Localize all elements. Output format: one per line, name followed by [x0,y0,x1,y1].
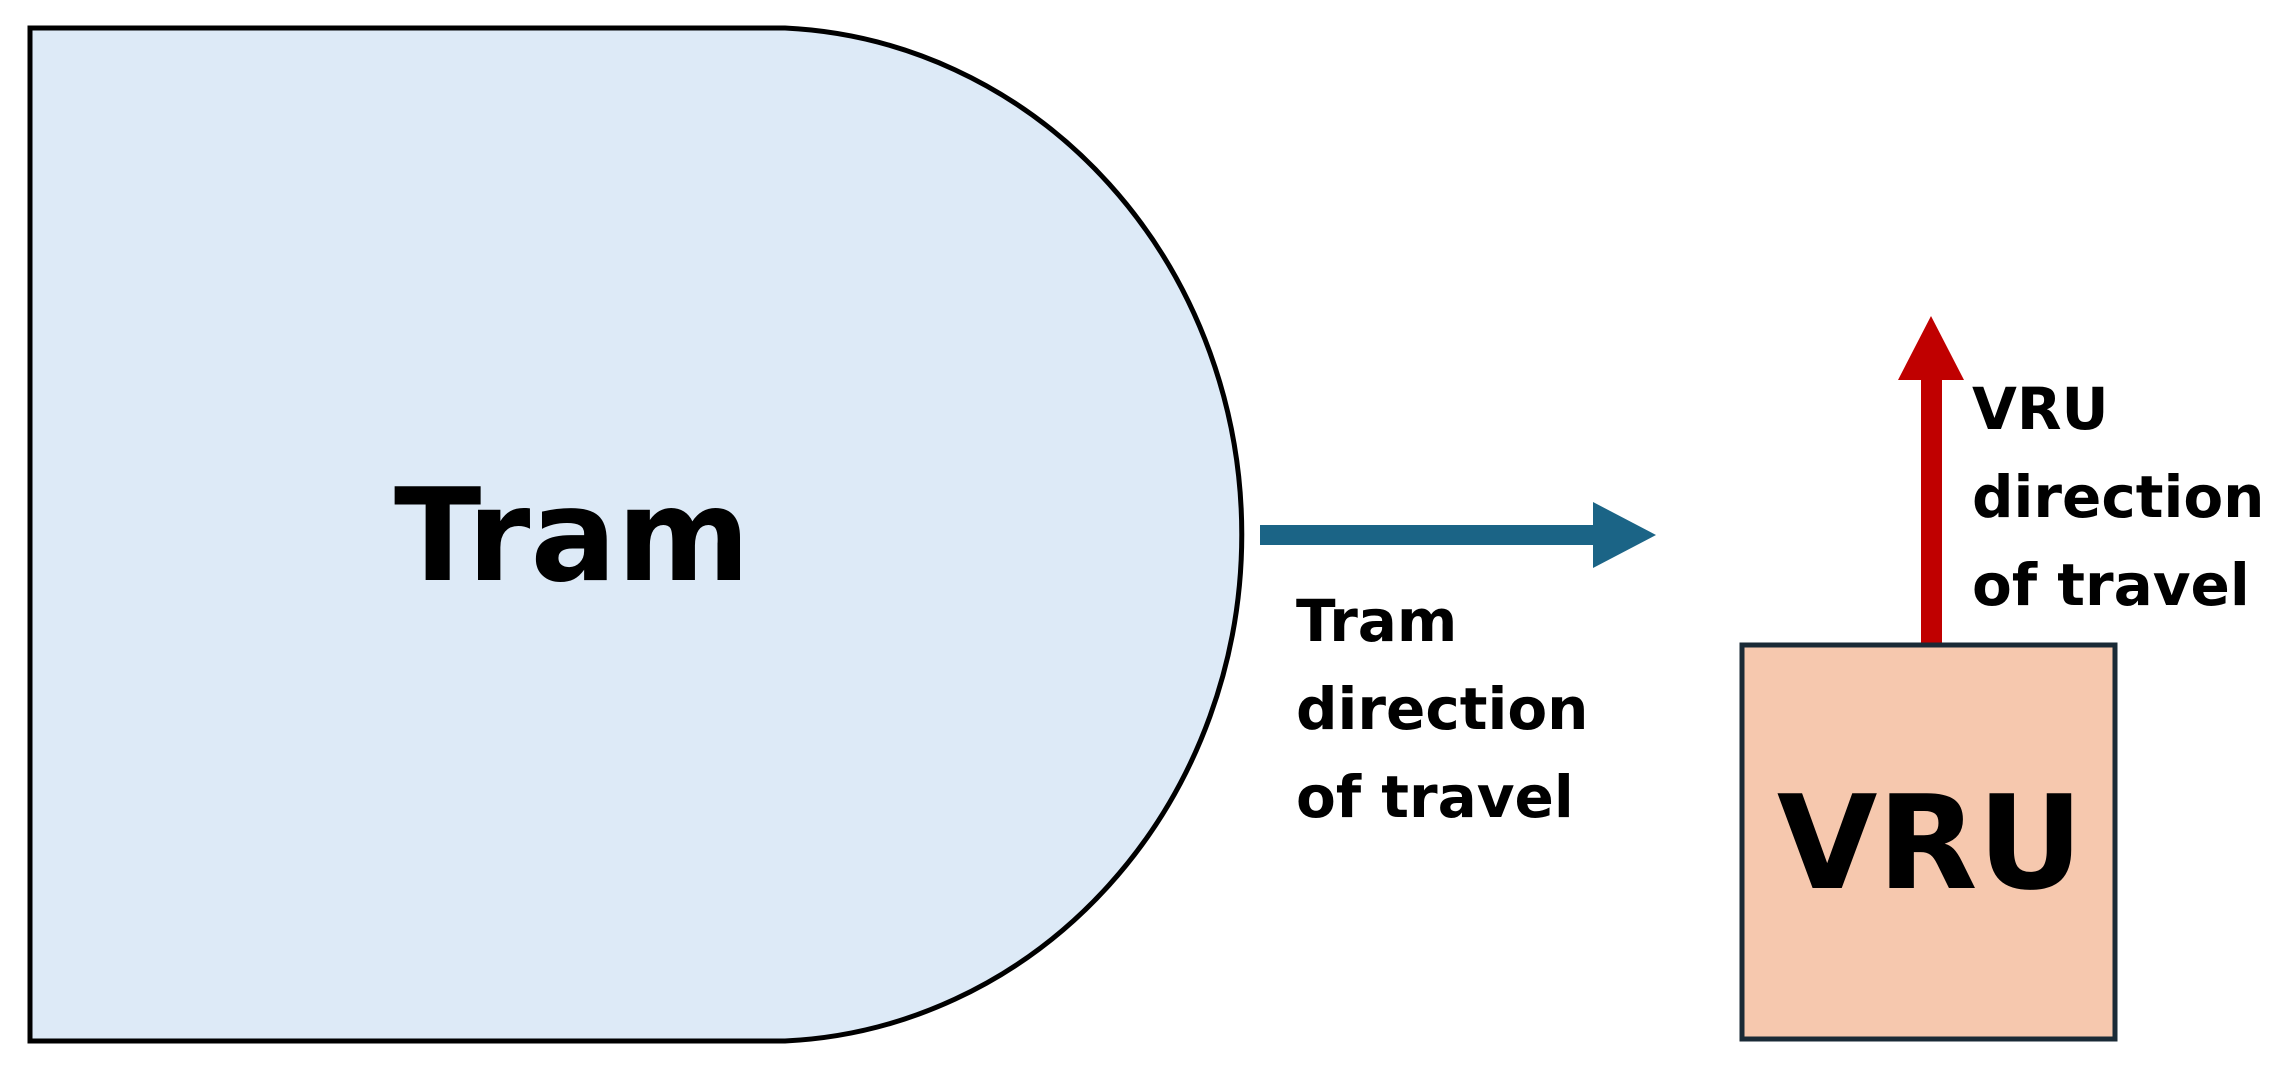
vru-caption-line-3: of travel [1972,551,2250,619]
vru-group: VRU [1739,642,2118,1042]
vru-caption-line-2: direction [1972,463,2264,531]
tram-label: Tram [394,462,750,611]
tram-group: Tram [27,25,1245,1044]
tram-arrow-head [1593,502,1656,568]
vru-label: VRU [1777,767,2083,919]
vru-arrow-head [1898,316,1964,380]
tram-direction-caption: Tram direction of travel [1296,587,1609,831]
vru-arrow-shaft [1921,370,1942,645]
vru-direction-arrow [1898,316,1964,645]
tram-shape [27,25,1245,1044]
vru-direction-caption: VRU direction of travel [1972,375,2285,619]
tram-caption-line-3: of travel [1296,763,1574,831]
tram-caption-line-2: direction [1296,675,1588,743]
vru-caption-line-1: VRU [1972,375,2109,443]
tram-caption-line-1: Tram [1296,587,1457,655]
tram-direction-arrow [1260,502,1656,568]
vru-box [1739,642,2118,1042]
tram-arrow-shaft [1260,525,1595,545]
